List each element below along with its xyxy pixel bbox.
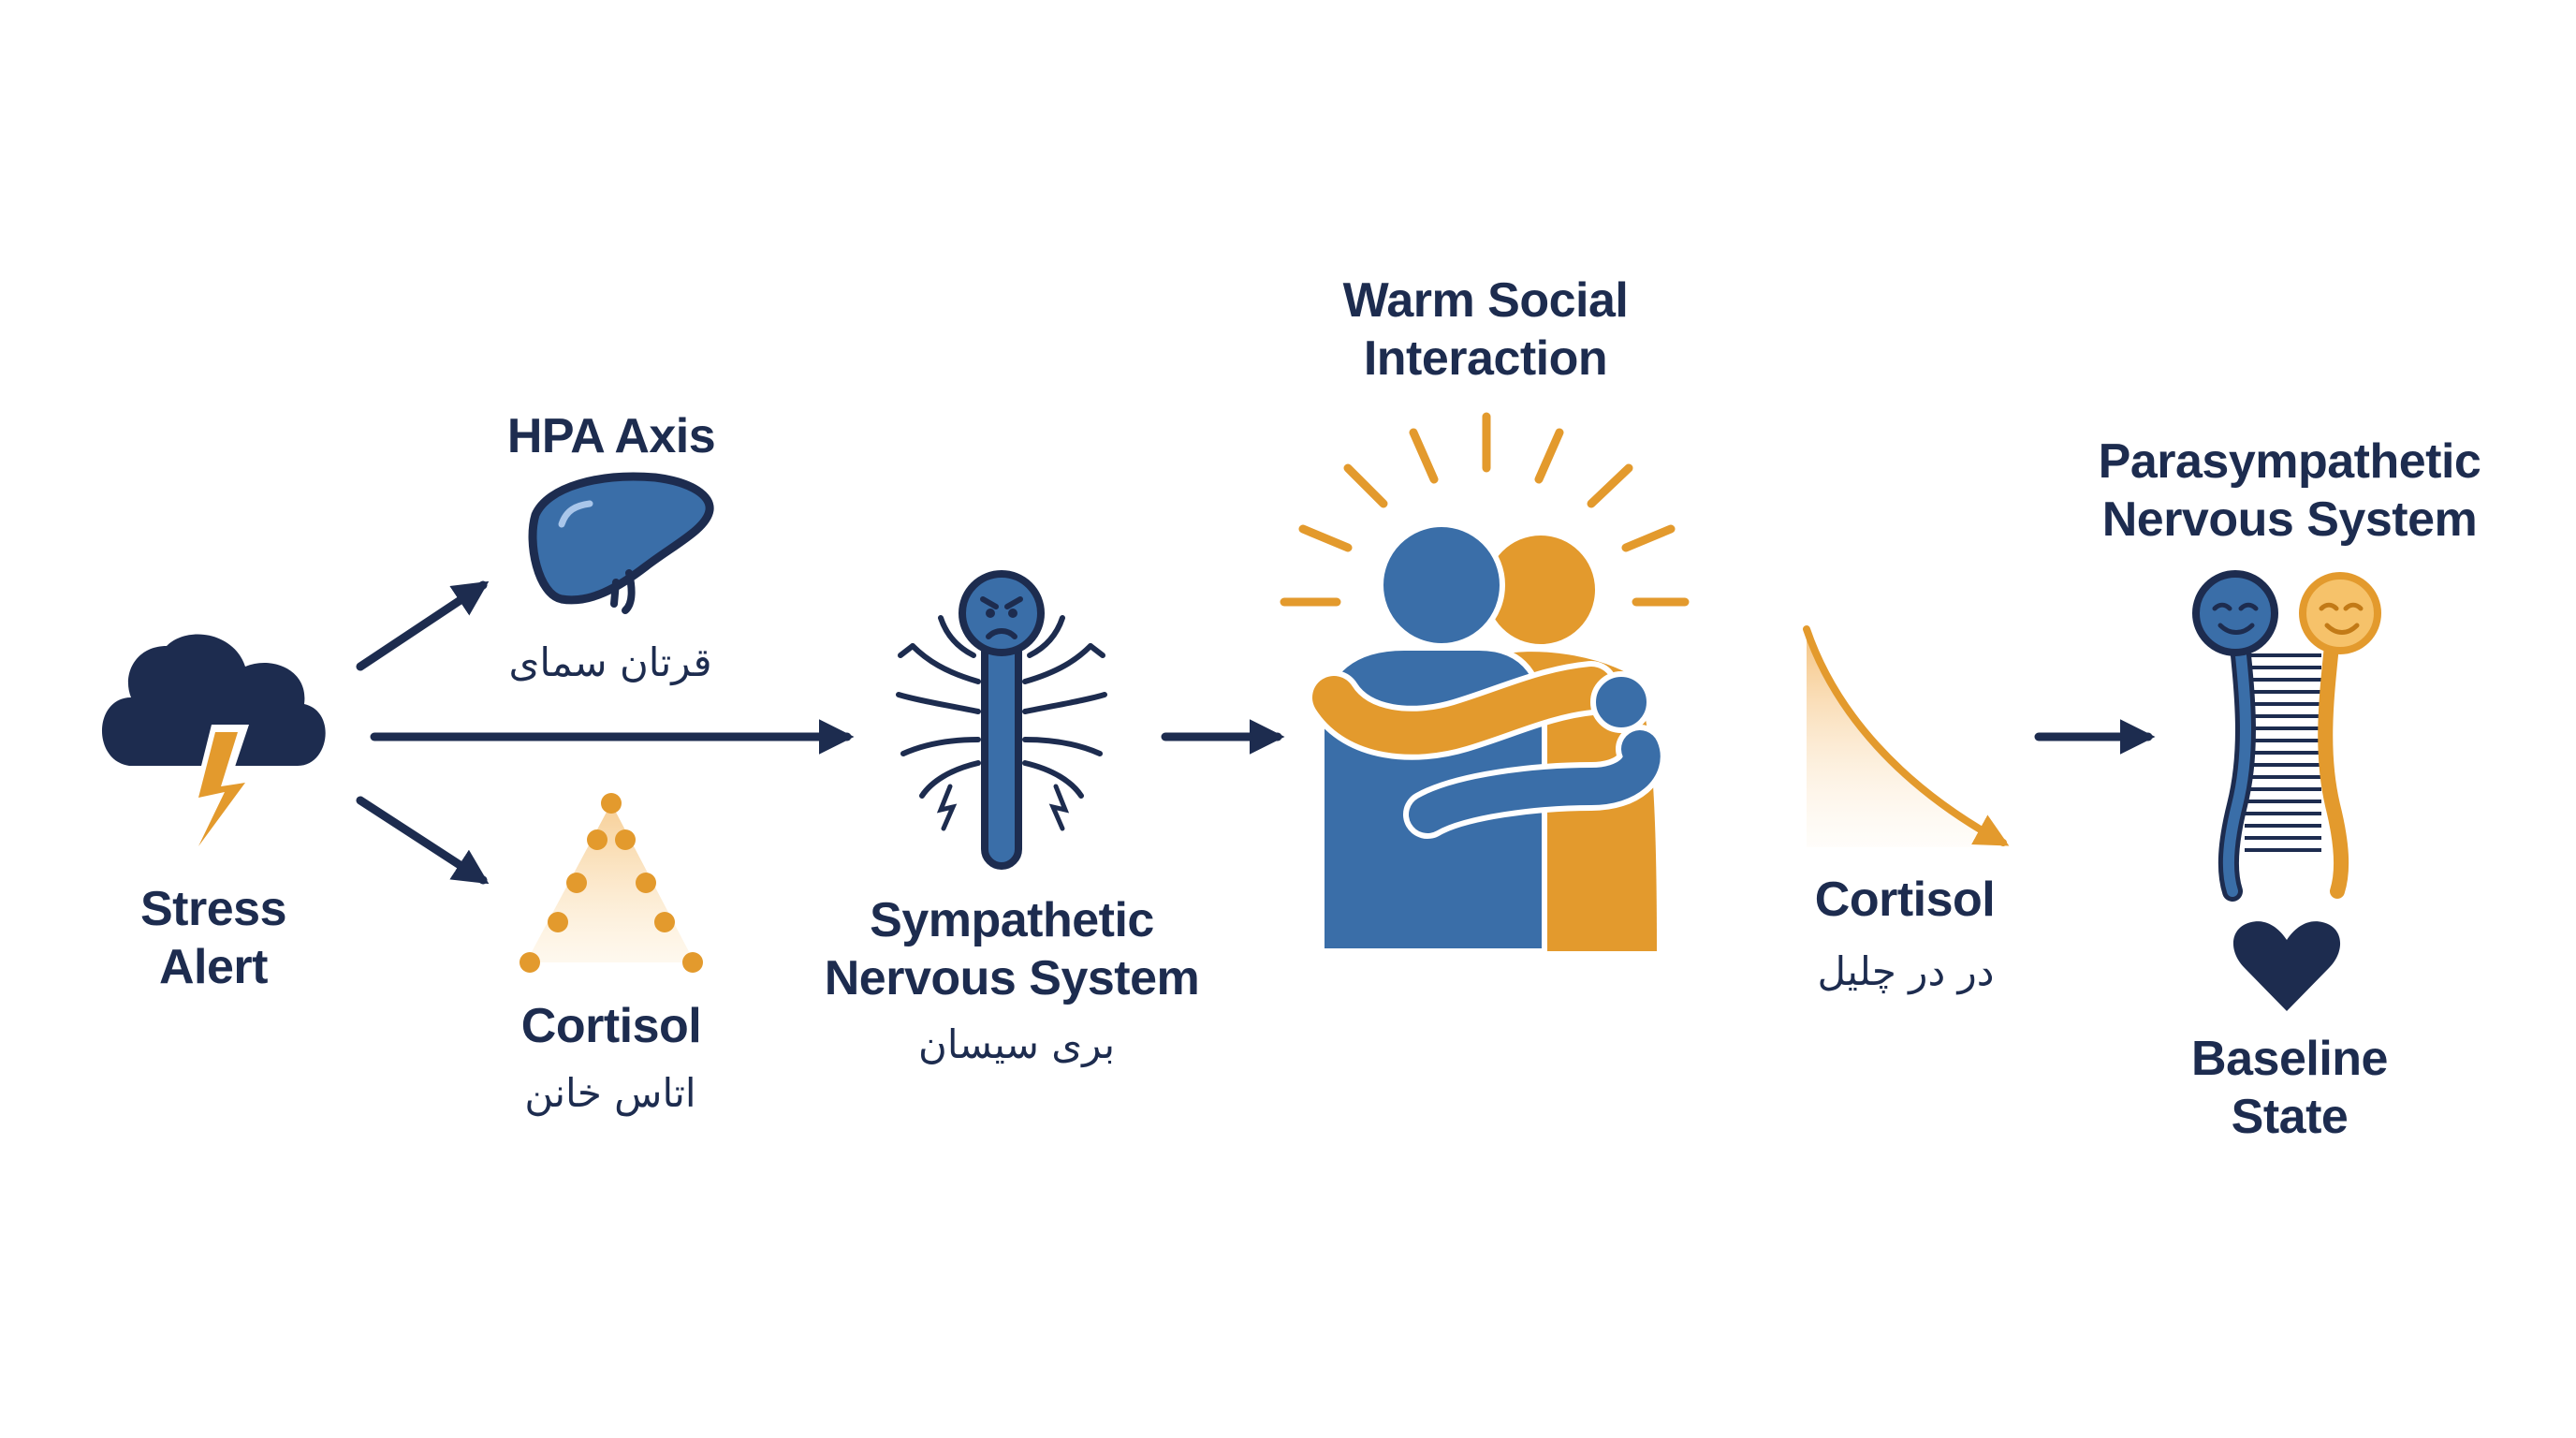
sympathetic-nervous-system-label: Sympathetic Nervous System	[824, 893, 1200, 1005]
cortisol-decline-subtitle: در در چلیل	[1817, 948, 1995, 994]
hugging-people-icon	[1280, 412, 1690, 954]
storm-cloud-lightning-icon	[101, 634, 326, 863]
arrow-to-cortisol	[356, 796, 490, 885]
stressed-face-icon	[959, 570, 1045, 870]
cortisol-rise-title: Cortisol	[520, 999, 702, 1053]
heart-icon	[2232, 921, 2341, 1011]
baseline-state-label: Baseline State	[2191, 1032, 2388, 1144]
declining-curve-icon	[1803, 625, 2011, 847]
stress-alert-label: Stress Alert	[140, 882, 287, 994]
hpa-axis-subtitle: قرتان سمای	[508, 639, 712, 685]
liver-organ-icon	[528, 472, 714, 614]
cortisol-rise-subtitle: اتاس خانن	[524, 1070, 696, 1116]
calm-nerve-pair-icon	[2192, 570, 2381, 902]
parasympathetic-nervous-system-label: Parasympathetic Nervous System	[2098, 434, 2481, 547]
sympathetic-subtitle: بری سیسان	[917, 1021, 1116, 1067]
stressed-nerve-figure-icon	[896, 615, 1107, 831]
arrow-to-hpa	[356, 580, 490, 671]
warm-social-interaction-label: Warm Social Interaction	[1342, 273, 1629, 386]
cortisol-decline-title: Cortisol	[1814, 873, 1996, 927]
hpa-axis-title: HPA Axis	[506, 409, 716, 463]
rising-dots-triangle-icon	[520, 793, 703, 973]
